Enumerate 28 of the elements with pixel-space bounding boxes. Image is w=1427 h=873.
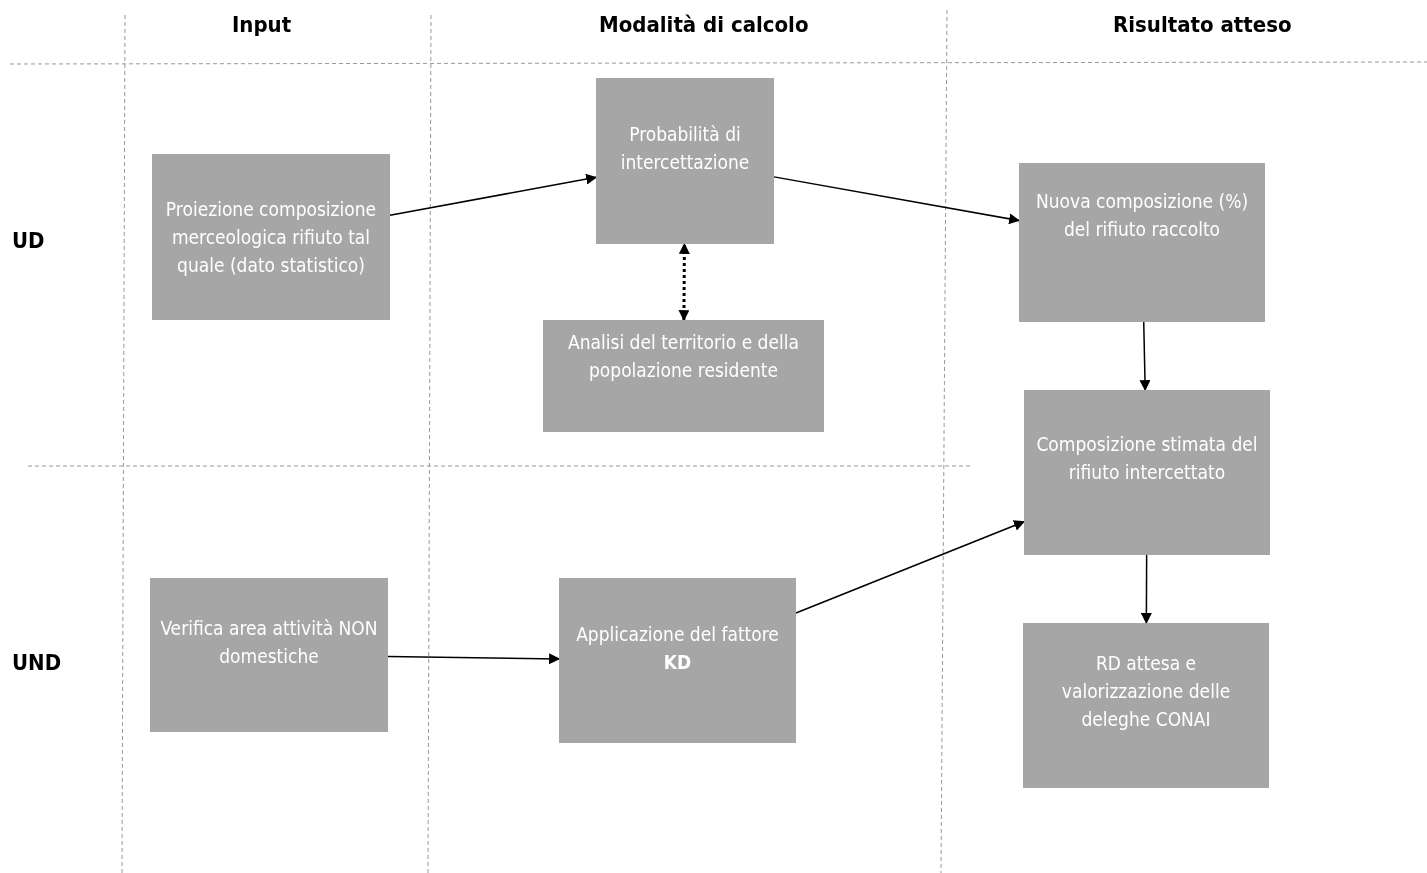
box-text: Analisi del territorio e della popolazione residente [567, 330, 800, 383]
arrow [387, 653, 561, 665]
arrow [389, 173, 598, 216]
column-header: Risultato atteso [1113, 12, 1292, 37]
process-box [543, 320, 824, 432]
box-text: Applicazione del fattore KD [575, 622, 780, 675]
box-text: Probabilità di intercettazione [619, 122, 751, 175]
box-text: Composizione stimata del rifiuto intercettato [1035, 432, 1259, 485]
process-box [1024, 390, 1270, 555]
dotted-arrow [678, 242, 690, 322]
box-text: RD attesa e valorizzazione delle deleghe CONAI [1060, 651, 1232, 732]
arrow [1139, 321, 1151, 392]
arrow [773, 176, 1021, 225]
box-text: Proiezione composizione merceologica rifiuto tal quale (dato statistico) [164, 197, 378, 278]
column-header: Modalità di calcolo [599, 12, 809, 37]
row-label: UND [12, 650, 62, 675]
box-text: Nuova composizione (%) del rifiuto raccolto [1034, 189, 1250, 242]
row-label: UD [12, 228, 45, 253]
process-box [1023, 623, 1269, 788]
process-box [596, 78, 774, 244]
arrow [795, 520, 1025, 614]
process-box [559, 578, 796, 743]
process-box [150, 578, 388, 732]
arrow [1140, 554, 1152, 625]
column-header: Input [232, 12, 292, 37]
process-box [152, 154, 390, 320]
box-text: Verifica area attività NON domestiche [160, 616, 378, 669]
process-box [1019, 163, 1265, 322]
